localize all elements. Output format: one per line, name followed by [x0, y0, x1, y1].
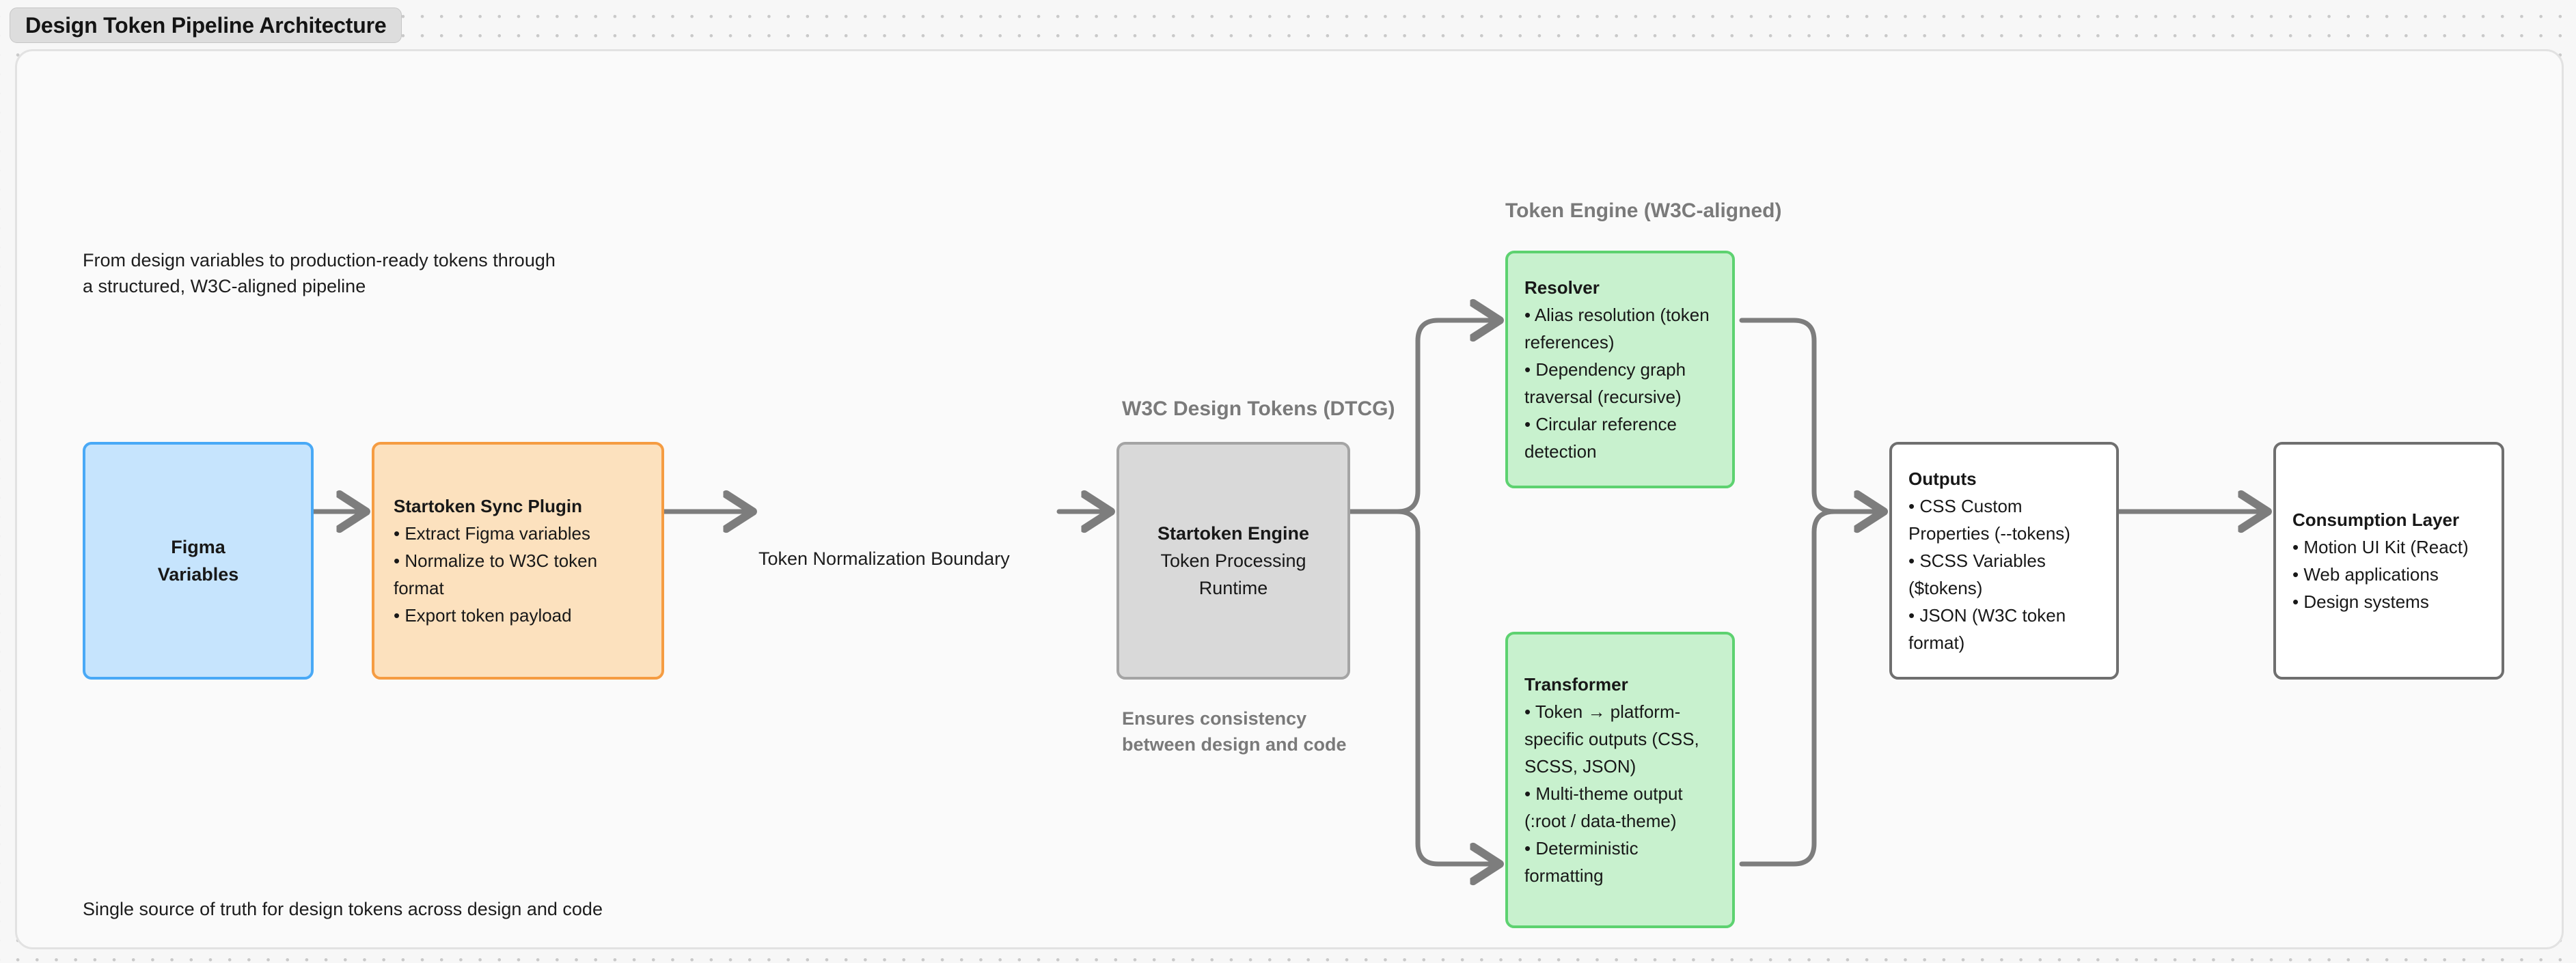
node-resolver-title: Resolver [1524, 277, 1600, 298]
node-figma-title: Figma [171, 537, 225, 557]
node-resolver-bullets: • Alias resolution (token references) • … [1524, 305, 1710, 462]
node-transformer-title: Transformer [1524, 674, 1628, 695]
diagram-canvas: From design variables to production-read… [15, 49, 2564, 949]
node-engine-subtitle: Token Processing Runtime [1160, 550, 1306, 598]
edge-engine-to-transformer [1332, 509, 1490, 864]
diagram-title-label: Design Token Pipeline Architecture [25, 12, 387, 38]
node-engine-title: Startoken Engine [1157, 523, 1310, 544]
node-startoken-sync-plugin[interactable]: Startoken Sync Plugin • Extract Figma va… [372, 442, 664, 680]
node-startoken-engine[interactable]: Startoken Engine Token Processing Runtim… [1116, 442, 1350, 680]
diagram-title-tab[interactable]: Design Token Pipeline Architecture [10, 8, 402, 43]
node-outputs-title: Outputs [1908, 469, 1977, 489]
engine-caption: Ensures consistency between design and c… [1122, 708, 1347, 755]
node-figma-variables[interactable]: Figma Variables [83, 442, 314, 680]
node-plugin-title: Startoken Sync Plugin [394, 496, 582, 516]
node-consumption-bullets: • Motion UI Kit (React) • Web applicatio… [2292, 537, 2469, 612]
node-transformer-bullets: • Token → platform-specific outputs (CSS… [1524, 701, 1699, 886]
node-consumption-layer[interactable]: Consumption Layer • Motion UI Kit (React… [2273, 442, 2504, 680]
node-outputs-bullets: • CSS Custom Properties (--tokens) • SCS… [1908, 496, 2070, 653]
node-consumption-title: Consumption Layer [2292, 510, 2460, 530]
node-outputs[interactable]: Outputs • CSS Custom Properties (--token… [1889, 442, 2119, 680]
node-figma-subtitle: Variables [157, 564, 239, 585]
intro-description: From design variables to production-read… [83, 250, 556, 296]
footer-description: Single source of truth for design tokens… [83, 899, 603, 919]
group-label-dtcg: W3C Design Tokens (DTCG) [1122, 397, 1395, 420]
node-plugin-bullets: • Extract Figma variables • Normalize to… [394, 523, 598, 626]
edge-resolver-to-outputs [1739, 318, 1874, 512]
node-transformer[interactable]: Transformer • Token → platform-specific … [1505, 632, 1735, 928]
edge-label-normalization-boundary: Token Normalization Boundary [758, 548, 1010, 569]
group-label-token-engine: Token Engine (W3C-aligned) [1505, 199, 1782, 222]
edge-transformer-to-outputs [1739, 512, 1874, 867]
node-resolver[interactable]: Resolver • Alias resolution (token refer… [1505, 251, 1735, 488]
